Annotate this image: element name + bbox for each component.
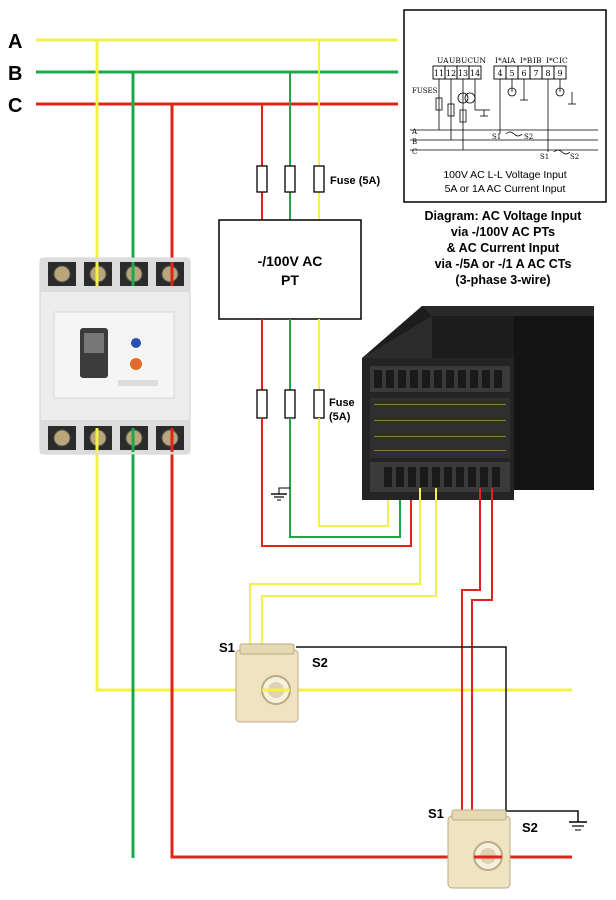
inset-ic: IC	[559, 56, 568, 65]
inset-t4: 4	[497, 69, 502, 78]
wire-pt-b-out	[289, 418, 401, 538]
inset-t9: 9	[557, 69, 562, 78]
title-line4: via -/5A or -/1 A AC CTs	[435, 257, 572, 271]
wire-ct1-s1	[249, 488, 421, 645]
ct2-s1-label: S1	[428, 806, 444, 821]
inset-uN: UN	[473, 56, 486, 65]
inset-t7: 7	[533, 69, 538, 78]
current-transformer-1	[235, 643, 299, 723]
inset-uA: UA	[437, 56, 449, 65]
wire-c-load	[170, 452, 572, 859]
wire-ct2-s2	[471, 488, 493, 812]
pt-label-line2: PT	[281, 272, 299, 288]
inset-t8: 8	[545, 69, 550, 78]
inset-schematic: UA UB UC UN I*A IA I*B IB I*C IC 11 12 1…	[403, 9, 607, 203]
title-line1: Diagram: AC Voltage Input	[425, 209, 583, 223]
inset-s1-a: S1	[492, 133, 501, 141]
wire-ct-common	[296, 646, 507, 810]
pt-label-line1: -/100V AC	[258, 253, 323, 269]
pt-box	[218, 219, 362, 320]
inset-t12: 12	[446, 69, 456, 78]
power-meter	[362, 306, 594, 500]
inset-bus-b: B	[412, 138, 417, 146]
top-fuses	[256, 165, 325, 220]
inset-fuses-label: FUSES	[412, 87, 438, 95]
ct2-s2-label: S2	[522, 820, 538, 835]
inset-s2-c: S2	[570, 153, 579, 161]
inset-ib: IB	[533, 56, 542, 65]
fuse-bottom-label-1: Fuse	[329, 397, 355, 409]
current-transformer-2	[447, 809, 511, 889]
inset-ia: IA	[507, 56, 516, 65]
ground-icon	[271, 487, 290, 501]
inset-uC: UC	[461, 56, 473, 65]
title-line5: (3-phase 3-wire)	[455, 273, 550, 287]
phase-label-c: C	[8, 95, 22, 117]
inset-caption-1: 100V AC L-L Voltage Input	[443, 169, 566, 181]
fuse-bottom-label-2: (5A)	[329, 411, 351, 423]
phase-label-a: A	[8, 31, 22, 53]
inset-bus-a: A	[411, 128, 418, 136]
ct1-s1-label: S1	[219, 640, 235, 655]
ground-icon-2	[569, 821, 587, 831]
wire-pt-c-out	[261, 418, 412, 547]
title-line3: & AC Current Input	[447, 241, 561, 255]
bottom-fuses	[256, 319, 325, 419]
wire-ct2-s1	[461, 488, 481, 810]
inset-ib-star: I*B	[520, 56, 533, 65]
inset-t13: 13	[458, 69, 468, 78]
fuse-top-label: Fuse (5A)	[330, 175, 380, 187]
circuit-breaker	[39, 257, 191, 455]
inset-s2-a: S2	[524, 133, 533, 141]
inset-t5: 5	[509, 69, 514, 78]
inset-t14: 14	[470, 69, 480, 78]
wire-pt-a-out	[318, 418, 389, 527]
wire-ct2-ground	[500, 810, 579, 822]
ct1-s2-label: S2	[312, 655, 328, 670]
title-line2: via -/100V AC PTs	[451, 225, 555, 239]
inset-ia-star: I*A	[495, 56, 508, 65]
inset-bus-c: C	[412, 148, 417, 156]
wire-ct1-s2	[261, 488, 437, 645]
inset-uB: UB	[449, 56, 461, 65]
phase-label-b: B	[8, 63, 22, 85]
inset-ic-star: I*C	[546, 56, 559, 65]
inset-s1-c: S1	[540, 153, 549, 161]
inset-caption-2: 5A or 1A AC Current Input	[445, 183, 566, 195]
inset-t6: 6	[521, 69, 526, 78]
wire-a-load	[95, 452, 572, 692]
inset-t11: 11	[434, 69, 444, 78]
